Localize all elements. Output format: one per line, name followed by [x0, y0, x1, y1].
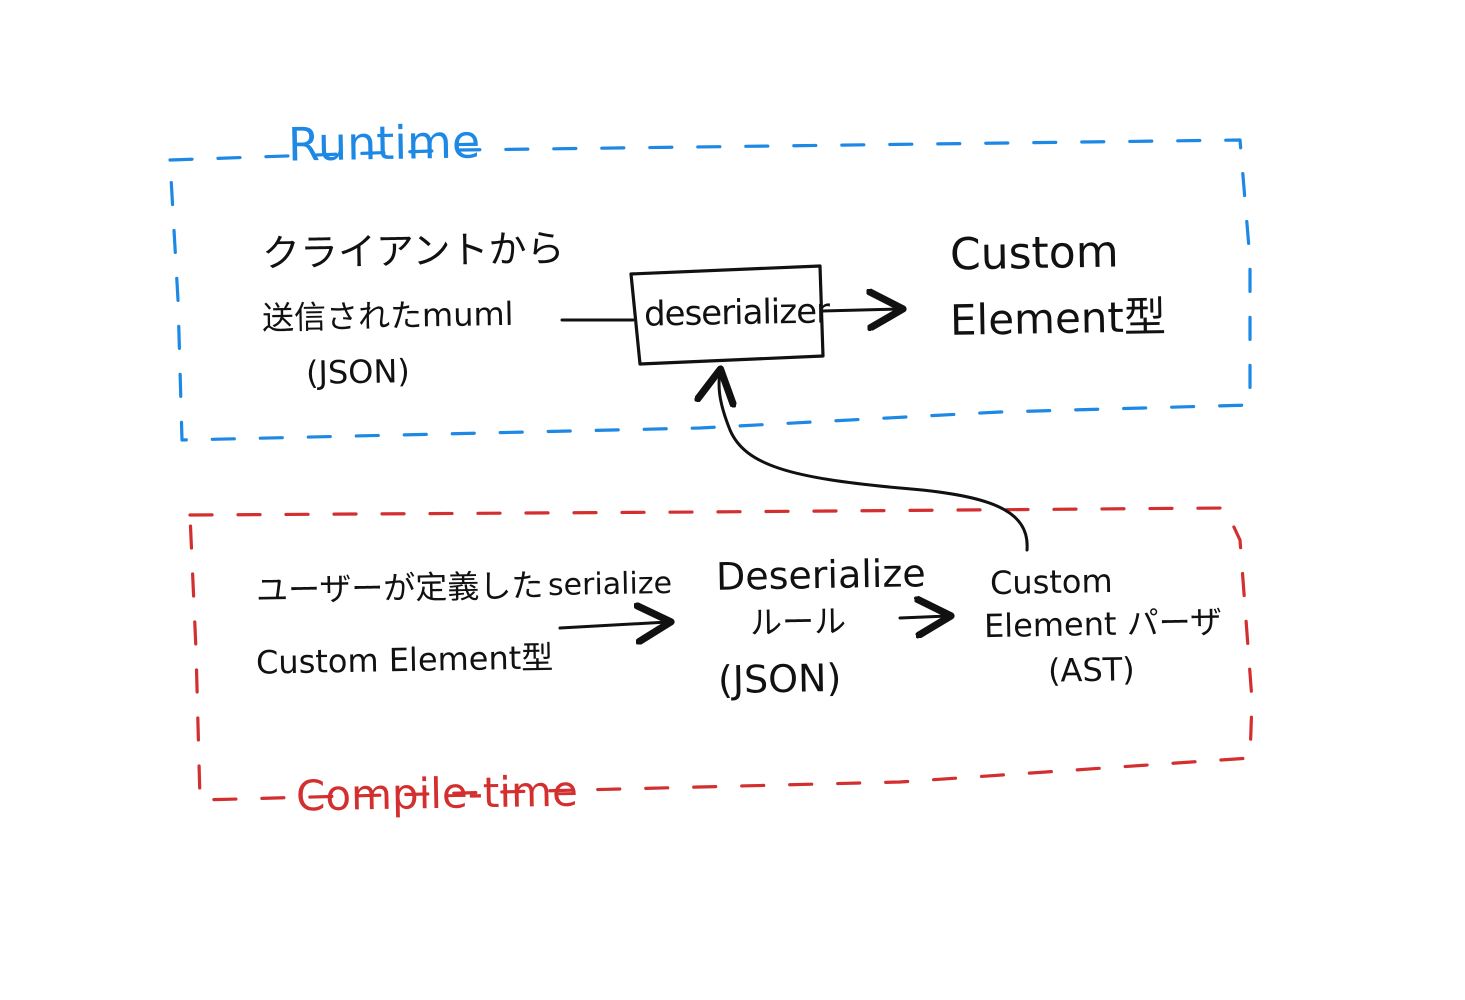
runtime-input-line3: (JSON)	[305, 352, 411, 392]
parser-to-deserializer-arrow	[719, 372, 1029, 552]
runtime-region-border	[168, 138, 1252, 442]
parser-line3: (AST)	[1047, 650, 1136, 690]
rule-to-parser-arrow	[898, 616, 948, 618]
rule-line1: Deserialize	[715, 551, 927, 599]
runtime-output-line1: Custom	[949, 226, 1120, 281]
parser-line2: Element パーザ	[983, 602, 1223, 646]
deserializer-box	[629, 264, 825, 366]
runtime-label: Runtime	[287, 114, 481, 172]
runtime-output-line2: Element型	[949, 292, 1167, 345]
parser-line1: Custom	[989, 561, 1113, 603]
runtime-input-line2: 送信されたmuml	[261, 294, 514, 338]
runtime-input-line1: クライアントから	[261, 226, 565, 276]
compile-label: Compile-time	[295, 766, 579, 821]
rule-line2: ルール	[749, 602, 847, 642]
compile-input-line1: ユーザーが定義した	[255, 566, 544, 610]
compile-input-line2: Custom Element型	[255, 638, 554, 682]
serialize-label: serialize	[547, 565, 673, 604]
deserializer-label: deserializer	[643, 291, 830, 335]
serialize-arrow	[558, 622, 668, 628]
rule-line3: (JSON)	[717, 655, 842, 703]
deserializer-to-output-arrow	[820, 309, 900, 311]
